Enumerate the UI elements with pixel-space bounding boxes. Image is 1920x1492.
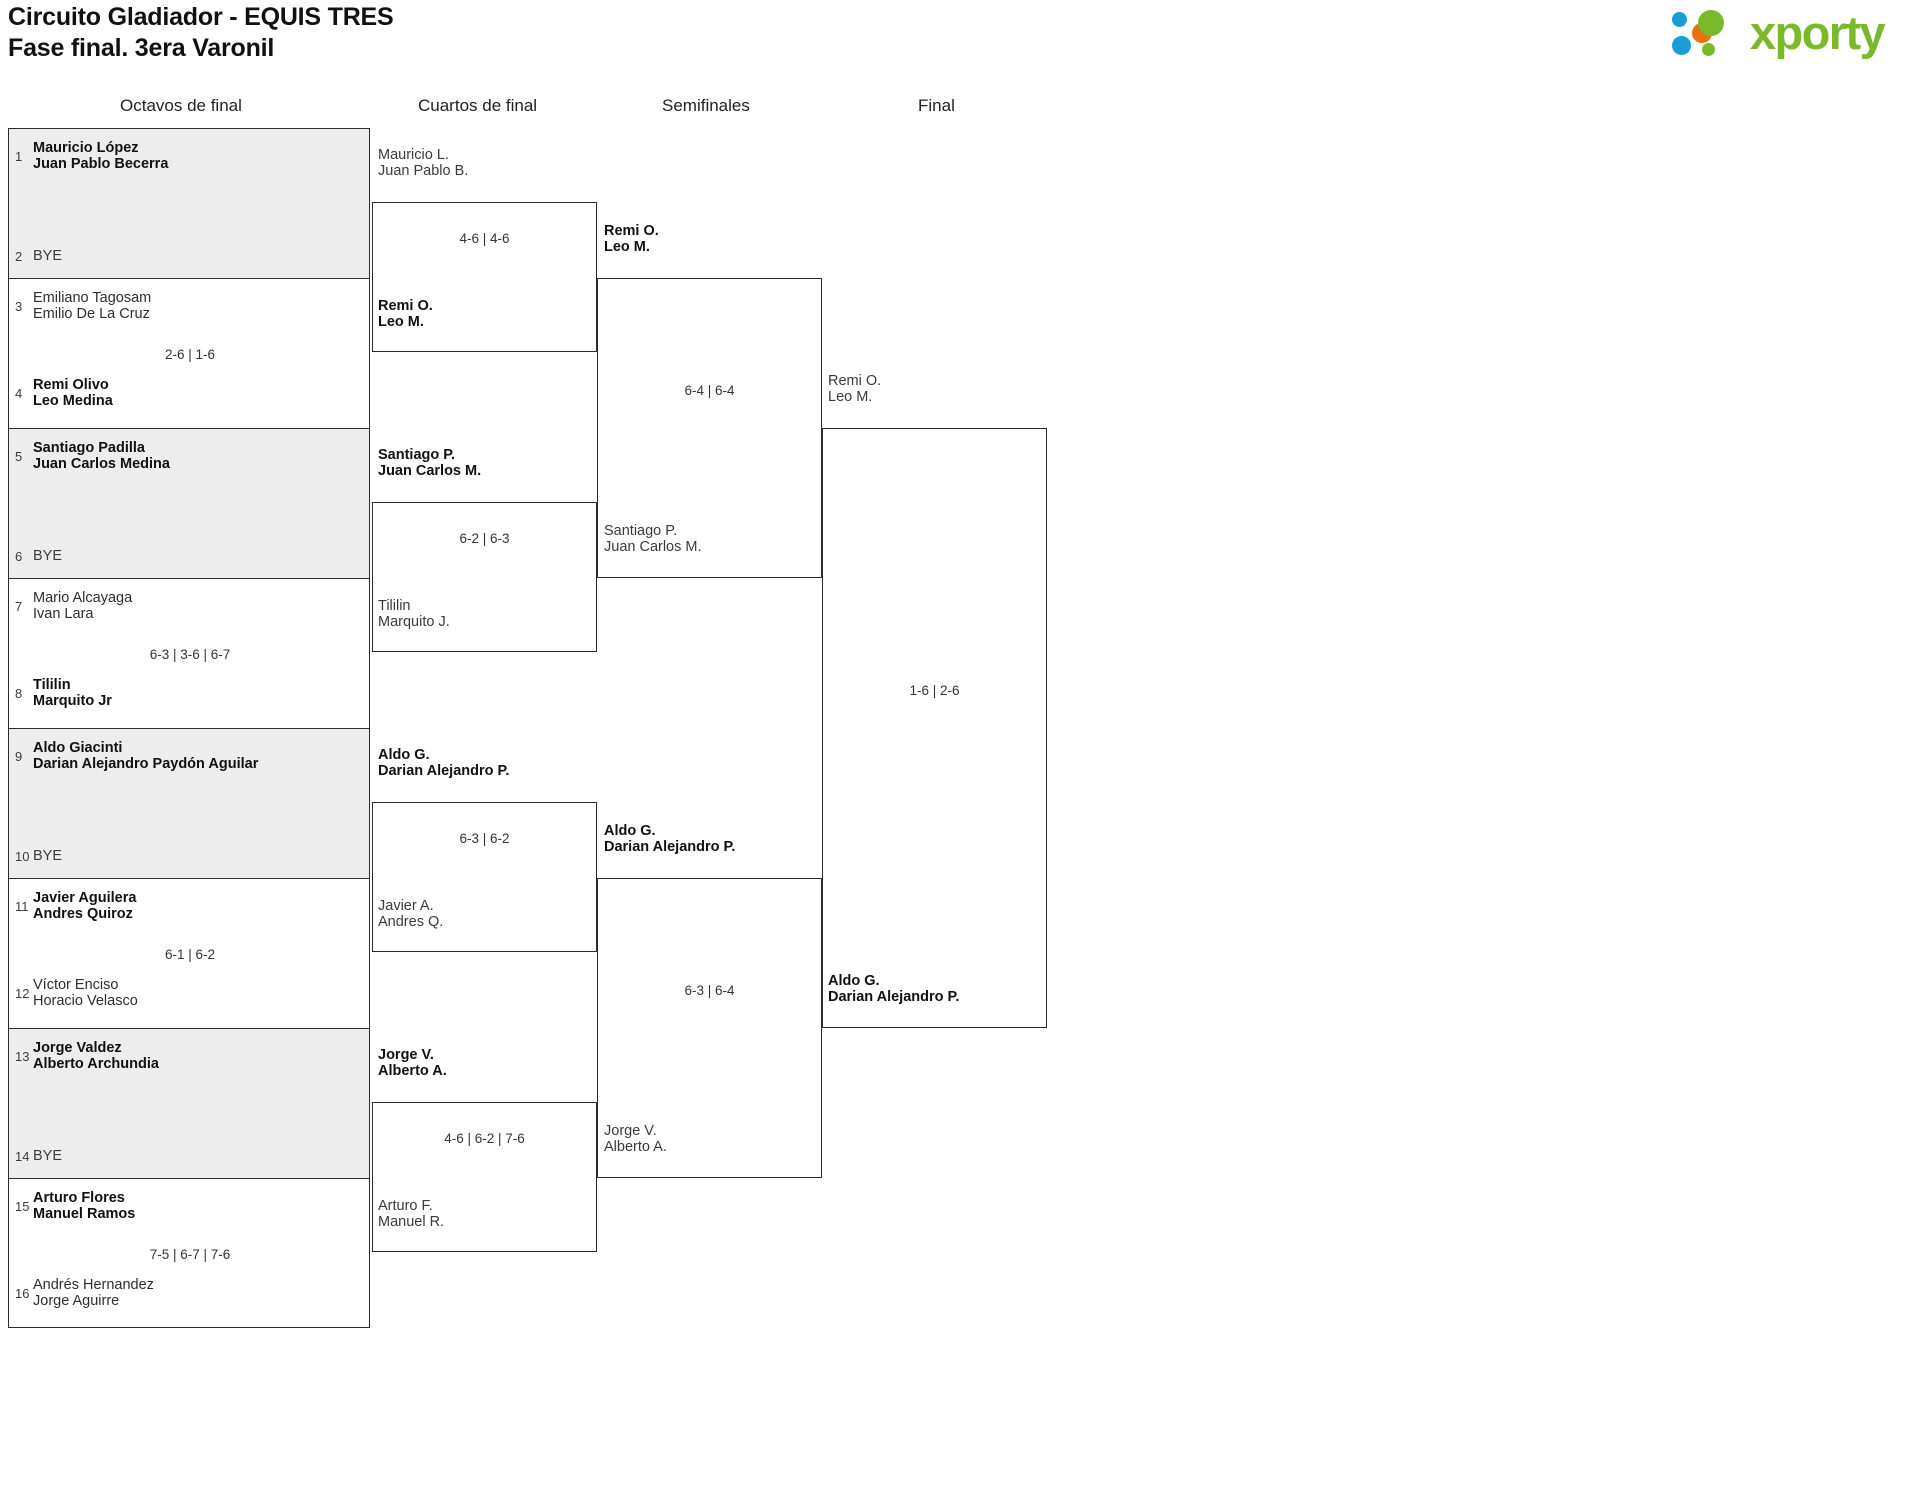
sf1-score: 6-4 | 6-4 <box>684 383 735 398</box>
seed-number: 11 <box>15 899 29 914</box>
qf2-connector[interactable] <box>372 502 597 652</box>
qf1-connector[interactable] <box>372 202 597 352</box>
round-header-octavos: Octavos de final <box>120 96 242 115</box>
seed-number: 7 <box>15 599 23 614</box>
page-title: Circuito Gladiador - EQUIS TRES Fase fin… <box>8 2 394 64</box>
r16-team-9: Aldo Giacinti Darian Alejandro Paydón Ag… <box>33 740 259 772</box>
seed-number: 3 <box>15 299 23 314</box>
r16-team-15: Arturo Flores Manuel Ramos <box>33 1190 136 1222</box>
seed-number: 2 <box>15 249 23 264</box>
qf2-team-top: Santiago P. Juan Carlos M. <box>378 447 482 479</box>
final-team-top: Remi O. Leo M. <box>828 373 882 405</box>
r16-team-6: BYE <box>33 548 63 564</box>
r16-match-4[interactable]: 7 Mario Alcayaga Ivan Lara 6-3 | 3-6 | 6… <box>8 578 370 728</box>
sf2-score: 6-3 | 6-4 <box>684 983 735 998</box>
r16-team-7: Mario Alcayaga Ivan Lara <box>33 590 133 622</box>
r16-team-12: Víctor Enciso Horacio Velasco <box>33 977 138 1009</box>
qf4-team-top: Jorge V. Alberto A. <box>378 1047 447 1079</box>
round-header-final: Final <box>918 96 955 115</box>
r16-score-6: 6-1 | 6-2 <box>164 947 216 962</box>
r16-match-7[interactable]: 13 Jorge Valdez Alberto Archundia 14 BYE <box>8 1028 370 1178</box>
qf3-connector[interactable] <box>372 802 597 952</box>
r16-match-6[interactable]: 11 Javier Aguilera Andres Quiroz 6-1 | 6… <box>8 878 370 1028</box>
qf3-team-bottom: Javier A. Andres Q. <box>378 898 444 930</box>
r16-team-10: BYE <box>33 848 63 864</box>
qf4-connector[interactable] <box>372 1102 597 1252</box>
r16-match-8[interactable]: 15 Arturo Flores Manuel Ramos 7-5 | 6-7 … <box>8 1178 370 1328</box>
qf1-team-top: Mauricio L. Juan Pablo B. <box>378 147 469 179</box>
round-header-cuartos: Cuartos de final <box>418 96 538 115</box>
r16-team-16: Andrés Hernandez Jorge Aguirre <box>33 1277 154 1309</box>
sf2-team-bottom: Jorge V. Alberto A. <box>604 1123 667 1155</box>
r16-match-1[interactable]: 1 Mauricio López Juan Pablo Becerra 2 BY… <box>8 128 370 278</box>
seed-number: 10 <box>15 849 30 864</box>
qf3-score: 6-3 | 6-2 <box>459 831 510 846</box>
qf1-team-bottom: Remi O. Leo M. <box>378 298 433 330</box>
qf4-score: 4-6 | 6-2 | 7-6 <box>444 1131 525 1146</box>
seed-number: 1 <box>15 149 23 164</box>
seed-number: 8 <box>15 686 23 701</box>
final-team-bottom-champion: Aldo G. Darian Alejandro P. <box>828 973 960 1005</box>
xporty-logo: xporty <box>1672 4 1902 62</box>
seed-number: 6 <box>15 549 23 564</box>
sf1-connector[interactable] <box>597 278 822 578</box>
seed-number: 5 <box>15 449 23 464</box>
qf2-team-bottom: Tililin Marquito J. <box>378 598 450 630</box>
seed-number: 16 <box>15 1286 30 1301</box>
r16-team-8: Tililin Marquito Jr <box>33 677 112 709</box>
final-score: 1-6 | 2-6 <box>909 683 960 698</box>
r16-team-2: BYE <box>33 248 63 264</box>
seed-number: 9 <box>15 749 23 764</box>
qf4-team-bottom: Arturo F. Manuel R. <box>378 1198 445 1230</box>
tournament-subtitle: Fase final. 3era Varonil <box>8 34 275 62</box>
r16-team-3: Emiliano Tagosam Emilio De La Cruz <box>33 290 152 322</box>
qf1-score: 4-6 | 4-6 <box>459 231 510 246</box>
qf2-score: 6-2 | 6-3 <box>459 531 510 546</box>
r16-score-4: 6-3 | 3-6 | 6-7 <box>149 647 231 662</box>
r16-team-11: Javier Aguilera Andres Quiroz <box>33 890 137 922</box>
r16-match-2[interactable]: 3 Emiliano Tagosam Emilio De La Cruz 2-6… <box>8 278 370 428</box>
r16-match-5[interactable]: 9 Aldo Giacinti Darian Alejandro Paydón … <box>8 728 370 878</box>
r16-team-4: Remi Olivo Leo Medina <box>33 377 113 409</box>
qf3-team-top: Aldo G. Darian Alejandro P. <box>378 747 510 779</box>
round-header-semifinales: Semifinales <box>662 96 750 115</box>
r16-score-8: 7-5 | 6-7 | 7-6 <box>149 1247 231 1262</box>
logo-dots-icon <box>1672 10 1750 58</box>
logo-wordmark: xporty <box>1750 6 1886 59</box>
seed-number: 13 <box>15 1049 30 1064</box>
r16-team-14: BYE <box>33 1148 63 1164</box>
r16-score-2: 2-6 | 1-6 <box>164 347 216 362</box>
sf1-team-bottom: Santiago P. Juan Carlos M. <box>604 523 702 555</box>
r16-match-3[interactable]: 5 Santiago Padilla Juan Carlos Medina 6 … <box>8 428 370 578</box>
r16-team-13: Jorge Valdez Alberto Archundia <box>33 1040 159 1072</box>
final-connector[interactable] <box>822 428 1047 1028</box>
seed-number: 12 <box>15 986 30 1001</box>
seed-number: 4 <box>15 386 23 401</box>
tournament-title: Circuito Gladiador - EQUIS TRES <box>8 3 394 31</box>
sf2-connector[interactable] <box>597 878 822 1178</box>
sf1-team-top: Remi O. Leo M. <box>604 223 659 255</box>
r16-team-5: Santiago Padilla Juan Carlos Medina <box>33 440 170 472</box>
seed-number: 15 <box>15 1199 30 1214</box>
r16-team-1: Mauricio López Juan Pablo Becerra <box>33 140 169 172</box>
seed-number: 14 <box>15 1149 30 1164</box>
sf2-team-top: Aldo G. Darian Alejandro P. <box>604 823 736 855</box>
